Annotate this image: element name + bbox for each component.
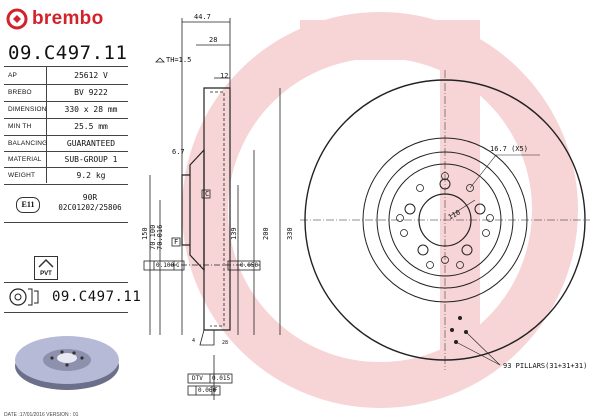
- spec-key: MIN TH: [8, 123, 32, 130]
- dim-disc-thickness: 28: [209, 36, 218, 44]
- small-dim-4: 4: [192, 338, 196, 344]
- spec-value: BV 9222: [74, 88, 108, 97]
- dia-70-016: 70.016: [156, 224, 164, 250]
- regulation-number: 90R: [82, 193, 98, 202]
- spec-key: MATERIAL: [8, 156, 42, 163]
- spec-key: WEIGHT: [8, 172, 36, 179]
- brembo-watermark: [182, 12, 578, 408]
- brembo-logo: brembo: [6, 6, 124, 32]
- bolt-hole-label: 16.7 (X5): [490, 145, 528, 153]
- dia-150: 150: [141, 227, 149, 240]
- part-number-bottom: 09.C497.11: [52, 289, 142, 305]
- flatness-value: 0.100: [156, 262, 175, 269]
- runout-value: 0.050: [240, 262, 259, 269]
- spec-row: DIMENSION 330 x 28 mm: [4, 102, 128, 118]
- brembo-logo-icon: [6, 8, 28, 30]
- part-number: 09.C497.11: [8, 42, 128, 64]
- dim-6-7: 6.7: [172, 148, 185, 156]
- pvt-label: PVT: [40, 271, 52, 277]
- spec-value: SUB-GROUP 1: [64, 155, 118, 164]
- spec-key: BREBO: [8, 89, 32, 96]
- cross-section-drawing: [143, 18, 281, 400]
- parallelism-ref: F: [214, 387, 218, 394]
- approval-number: 02C01202/25806: [58, 203, 122, 212]
- datum-c: C: [205, 190, 210, 198]
- pvt-icon: [38, 258, 54, 268]
- dia-200: 200: [262, 227, 270, 240]
- min-th-label: TH=1.5: [166, 56, 192, 64]
- small-dim-28: 28: [222, 340, 229, 346]
- spec-value: 330 x 28 mm: [64, 105, 118, 114]
- spec-row: MIN TH 25.5 mm: [4, 119, 128, 135]
- spec-row: BREBO BV 9222: [4, 85, 128, 101]
- dia-139: 139: [230, 227, 238, 240]
- brand-name: brembo: [32, 8, 104, 29]
- e-mark-badge: E11: [16, 197, 40, 213]
- spec-key: DIMENSION: [8, 106, 47, 113]
- spec-key: AP: [8, 72, 18, 79]
- flatness-ref: C: [176, 262, 180, 269]
- spec-row: AP 25612 V: [4, 68, 128, 84]
- footer-date-version: DATE :17/01/2016 VERSION : 01: [4, 412, 79, 418]
- dtv-value: 0.015: [212, 375, 231, 382]
- disc-render-image: [15, 336, 119, 390]
- spec-value: 25.5 mm: [74, 122, 108, 131]
- dtv-label: DTV: [192, 375, 203, 382]
- disc-section-icon: [9, 288, 39, 306]
- spec-row: WEIGHT 9.2 kg: [4, 168, 128, 184]
- spec-value: GUARANTEED: [66, 139, 116, 148]
- datum-f: F: [174, 238, 179, 246]
- dim-overall-width: 44.7: [194, 13, 211, 21]
- parallelism-value: 0.060: [198, 387, 217, 394]
- pillars-label: 93 PILLARS(31+31+31): [503, 362, 588, 370]
- disc-front-view: [300, 70, 590, 370]
- spec-value: 9.2 kg: [76, 171, 106, 180]
- pvt-badge: PVT: [34, 256, 58, 280]
- dia-330: 330: [286, 227, 294, 240]
- spec-row: MATERIAL SUB-GROUP 1: [4, 152, 128, 168]
- spec-key: BALANCING: [8, 140, 48, 147]
- spec-value: 25612 V: [74, 71, 108, 80]
- spec-row: BALANCING GUARANTEED: [4, 136, 128, 152]
- dim-ring-width: 12: [220, 72, 229, 80]
